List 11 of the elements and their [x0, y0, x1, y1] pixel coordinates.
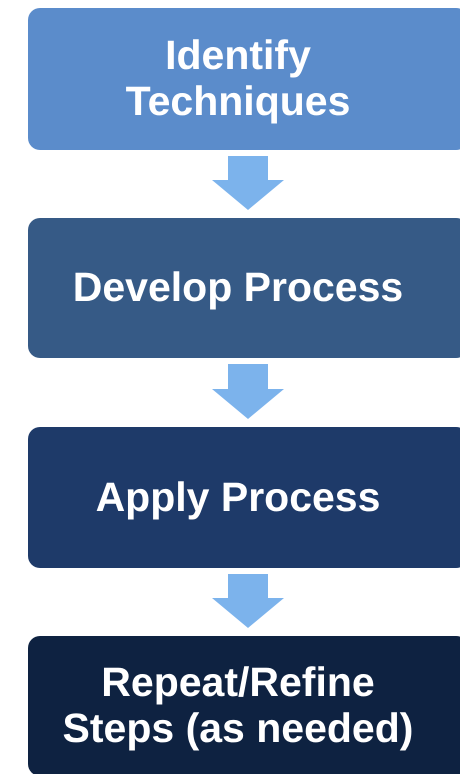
step-label: Develop Process — [72, 265, 404, 311]
process-box — [28, 8, 460, 150]
step-label: Apply Process — [96, 474, 380, 520]
down-arrow — [212, 574, 284, 628]
down-arrow — [212, 156, 284, 210]
process-box — [28, 636, 460, 774]
down-arrow — [212, 364, 284, 419]
process-box — [28, 218, 460, 358]
process-box — [28, 427, 460, 568]
step-label: Identify Techniques — [124, 33, 352, 125]
step-label: Repeat/Refine Steps (as needed) — [62, 660, 414, 752]
